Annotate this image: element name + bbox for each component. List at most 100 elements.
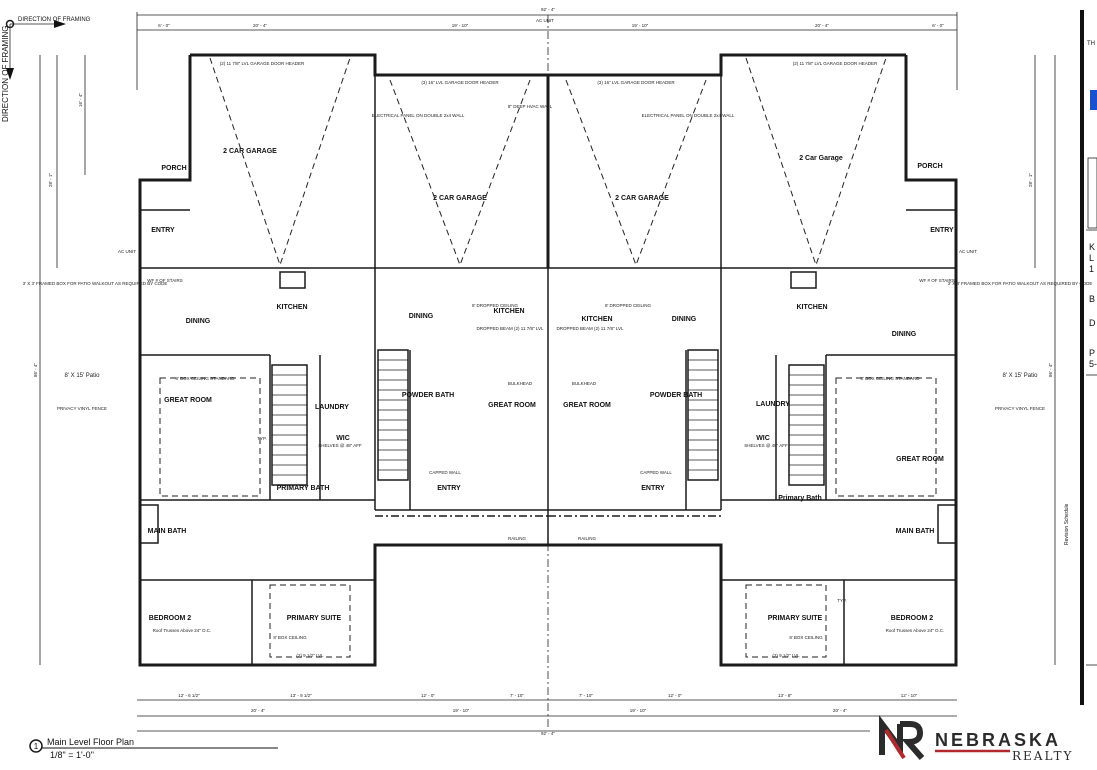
bottom-dim: 12' - 0": [421, 693, 435, 698]
left-dim: 86' - 4": [33, 363, 38, 377]
room-main-bath: MAIN BATH: [148, 528, 187, 535]
direction-of-framing-icon: [5, 19, 66, 80]
room-garage: 2 CAR GARAGE: [433, 195, 487, 202]
sidebar-text: P: [1089, 348, 1095, 358]
top-dim: 6' - 0": [158, 23, 170, 28]
note-stairs: WF # OF STAIRS: [919, 278, 954, 283]
bottom-dim: 7' - 10": [579, 693, 593, 698]
bottom-dim: 13' - 9 1/2": [290, 693, 312, 698]
room-laundry: LAUNDRY: [315, 404, 349, 411]
note-privacy-fence: PRIVACY VINYL FENCE: [57, 406, 107, 411]
room-kitchen: KITCHEN: [581, 316, 612, 323]
bottom-dim: 7' - 10": [510, 693, 524, 698]
top-dim: 6' - 0": [932, 23, 944, 28]
direction-label-h: DIRECTION OF FRAMING: [18, 17, 91, 23]
room-great-room: GREAT ROOM: [164, 397, 212, 404]
right-dim: 86' - 4": [1048, 363, 1053, 377]
logo-brand: NEBRASKA: [935, 730, 1061, 750]
note-dropped-beam: DROPPED BEAM (2) 11 7/8" LVL: [477, 326, 544, 331]
bottom-dim: 20' - 4": [251, 708, 265, 713]
drawing-scale: 1/8" = 1'-0": [50, 750, 94, 760]
direction-label-v: DIRECTION OF FRAMING: [1, 26, 10, 122]
note-box-ceiling: 8' BOX CEILING: [273, 635, 307, 640]
room-garage: 2 Car Garage: [799, 155, 843, 162]
room-main-bath: MAIN BATH: [896, 528, 935, 535]
room-kitchen: KITCHEN: [493, 308, 524, 315]
garage-door-swing-lines: [159, 57, 937, 658]
stairs: [272, 359, 824, 476]
note-box-ceiling: 8' BOX CEILING: [789, 635, 823, 640]
note-dropped-ceiling: 8' DROPPED CEILING: [472, 303, 519, 308]
room-porch: PORCH: [161, 165, 186, 172]
note-hvac-wall: 8" DEEP HVAC WALL: [508, 104, 553, 109]
top-dim: 20' - 4": [253, 23, 267, 28]
room-wic: WIC: [756, 435, 770, 442]
note-patio: 8' X 15' Patio: [1003, 373, 1039, 379]
sidebar-text: TH: [1087, 41, 1095, 47]
room-wic: WIC: [336, 435, 350, 442]
note-box-ceiling-standard: 8' BOX CEILING STANDARD: [860, 376, 920, 381]
sidebar-text: 5-: [1089, 359, 1097, 369]
room-entry: ENTRY: [437, 485, 461, 492]
room-kitchen: KITCHEN: [796, 304, 827, 311]
room-garage: 2 CAR GARAGE: [615, 195, 669, 202]
drawing-number: 1: [34, 742, 39, 751]
overall-dimension-bottom: 92' - 4": [541, 731, 555, 736]
note-garage-header: (2) 11 7/8" LVL GARAGE DOOR HEADER: [793, 61, 878, 66]
note-bulkhead: BULKHEAD: [508, 381, 533, 386]
bottom-dim: 19' - 10": [453, 708, 470, 713]
bottom-dim: 12' - 10": [901, 693, 918, 698]
room-primary-bath: PRIMARY BATH: [277, 485, 330, 492]
note-typ: TYP.: [837, 598, 846, 603]
room-primary-suite: PRIMARY SUITE: [768, 615, 823, 622]
note-stairs: WF # OF STAIRS: [147, 278, 182, 283]
note-privacy-fence: PRIVACY VINYL FENCE: [995, 406, 1045, 411]
note-patio: 8' X 15' Patio: [65, 373, 101, 379]
note-roof-trusses: Roof Trusses Above 24" O.C.: [886, 628, 945, 633]
room-primary-suite: PRIMARY SUITE: [287, 615, 342, 622]
sidebar-stamp-box: [1087, 157, 1097, 229]
sidebar-text: D: [1089, 318, 1096, 328]
note-railing: RAILING: [578, 536, 597, 541]
note-electrical-panel: ELECTRICAL PANEL ON DOUBLE 2x4 WALL: [372, 113, 465, 118]
note-garage-header: (2) 11 7/8" LVL GARAGE DOOR HEADER: [220, 61, 305, 66]
room-great-room: GREAT ROOM: [563, 402, 611, 409]
note-patio-box: 3' X 3' FRAMED BOX FOR PATIO WALKOUT AS …: [948, 281, 1093, 286]
note-ac-unit: AC UNIT: [959, 249, 977, 254]
room-powder-bath: POWDER BATH: [402, 392, 454, 399]
note-dropped-beam: DROPPED BEAM (2) 11 7/8" LVL: [557, 326, 624, 331]
revision-schedule-label: Revision Schedule: [1064, 503, 1070, 545]
walls: [138, 53, 958, 667]
room-kitchen: KITCHEN: [276, 304, 307, 311]
note-lvl: (2) 9 1/2" LVL: [296, 653, 324, 658]
room-porch: PORCH: [917, 163, 942, 170]
note-shelves: SHELVES @ 48" AFF: [744, 443, 788, 448]
left-dim: 28' - 1": [48, 173, 53, 187]
room-laundry: LAUNDRY: [756, 401, 790, 408]
left-dim: 16' - 4": [78, 93, 83, 107]
note-roof-trusses: Roof Trusses Above 24" O.C.: [153, 628, 212, 633]
sidebar-text: B: [1089, 294, 1095, 304]
note-shelves: SHELVES @ 48" AFF: [318, 443, 362, 448]
sidebar-logo-mark: [1090, 90, 1097, 110]
room-bedroom-2: BEDROOM 2: [149, 615, 192, 622]
room-bedroom-2: BEDROOM 2: [891, 615, 934, 622]
room-dining: DINING: [672, 316, 697, 323]
room-garage: 2 CAR GARAGE: [223, 148, 277, 155]
note-garage-header: (3) 16" LVL GARAGE DOOR HEADER: [597, 80, 675, 85]
room-entry: ENTRY: [641, 485, 665, 492]
top-dim: 20' - 4": [815, 23, 829, 28]
bottom-dim: 20' - 4": [833, 708, 847, 713]
note-patio-box: 3' X 3' FRAMED BOX FOR PATIO WALKOUT AS …: [23, 281, 168, 286]
room-primary-bath: Primary Bath: [778, 495, 822, 502]
note-electrical-panel: ELECTRICAL PANEL ON DOUBLE 2x4 WALL: [642, 113, 735, 118]
bottom-dim: 13' - 8": [778, 693, 792, 698]
note-railing: RAILING: [508, 536, 527, 541]
room-great-room: GREAT ROOM: [488, 402, 536, 409]
note-ac-unit: AC UNIT: [118, 249, 136, 254]
drawing-number-badge: [29, 739, 43, 753]
note-typ: TYP.: [257, 436, 266, 441]
note-box-ceiling-standard: 8' BOX CEILING STANDARD: [175, 376, 235, 381]
sidebar-text: K: [1089, 242, 1095, 252]
